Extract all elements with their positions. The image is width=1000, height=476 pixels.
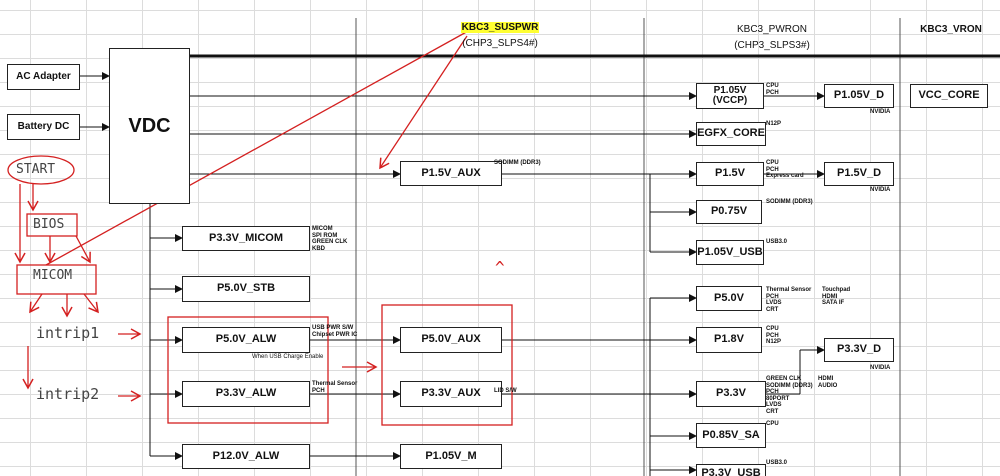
note-n12p: N12P <box>766 121 782 127</box>
note-nvidia-1: NVIDIA <box>870 109 891 115</box>
header-pwron-sub: (CHP3_SLPS3#) <box>734 40 810 51</box>
note-thermal-sensor-2: Thermal Sensor PCH <box>312 381 358 394</box>
rail-p085v-sa: P0.85V_SA <box>696 423 766 448</box>
rail-p33v-usb: P3.3V_USB <box>696 464 766 476</box>
rail-p075v: P0.75V <box>696 200 762 224</box>
rail-p15v: P1.5V <box>696 162 764 186</box>
note-sodimm-1: SODIMM (DDR3) <box>494 160 541 166</box>
rail-p33v-aux: P3.3V_AUX <box>400 381 502 407</box>
micom-rect <box>16 264 97 295</box>
rail-p33v-d: P3.3V_D <box>824 338 894 362</box>
rail-p50v-alw: P5.0V_ALW <box>182 327 310 353</box>
rail-p18v: P1.8V <box>696 327 762 353</box>
rail-p50v-stb: P5.0V_STB <box>182 276 310 302</box>
note-usb30-1: USB3.0 <box>766 239 788 245</box>
rail-p15v-aux: P1.5V_AUX <box>400 161 502 186</box>
rail-p12v-alw: P12.0V_ALW <box>182 444 310 469</box>
bios-rect <box>26 213 78 237</box>
ac-adapter-box: AC Adapter <box>7 64 80 90</box>
note-sodimm-2: SODIMM (DDR3) <box>766 199 813 205</box>
header-vron: KBC3_VRON <box>920 24 982 35</box>
note-usb30-2: USB3.0 <box>766 460 788 466</box>
note-lid-sw: LID S/W <box>494 388 517 394</box>
rail-p105v-d: P1.05V_D <box>824 84 894 108</box>
note-touchpad: Touchpad HDMI SATA IF <box>822 287 851 306</box>
rail-p50v-aux: P5.0V_AUX <box>400 327 502 353</box>
annotation-caret: ^ <box>495 258 505 277</box>
start-ellipse <box>7 155 75 185</box>
rail-p33v-alw: P3.3V_ALW <box>182 381 310 407</box>
rail-p33v: P3.3V <box>696 381 766 407</box>
header-pwron: KBC3_PWRON <box>736 24 807 35</box>
battery-dc-box: Battery DC <box>7 114 80 140</box>
rail-p50v: P5.0V <box>696 286 762 311</box>
rail-p105v-vccp: P1.05V (VCCP) <box>696 83 764 109</box>
annotation-bios: BIOS <box>33 217 65 232</box>
aux-highlight-rect <box>381 304 513 426</box>
note-nvidia-3: NVIDIA <box>870 365 891 371</box>
rail-egfx-core: EGFX_CORE <box>696 122 766 146</box>
rail-vcc-core: VCC_CORE <box>910 84 988 108</box>
note-thermal-sensor-1: Thermal Sensor PCH LVDS CRT <box>766 287 812 313</box>
note-micom: MICOM SPI ROM GREEN CLK KBD <box>312 226 348 252</box>
rail-p105v-usb: P1.05V_USB <box>696 240 764 265</box>
vdc-box: VDC <box>109 48 190 204</box>
note-cpu-pch-n12p: CPU PCH N12P <box>766 326 782 345</box>
header-suspwr-label: KBC3_SUSPWR <box>460 22 540 33</box>
note-cpu-pch: CPU PCH <box>766 83 779 96</box>
header-suspwr-sub: (CHP3_SLPS4#) <box>462 38 538 49</box>
note-usb-pwr: USB PWR S/W Chipset PWR IC <box>312 325 358 338</box>
annotation-intrip1: intrip1 <box>36 324 100 342</box>
annotation-intrip2: intrip2 <box>36 385 100 403</box>
note-green-clk: GREEN CLK SODIMM (DDR3) PCH 80PORT LVDS … <box>766 376 813 415</box>
note-usb-charge: When USB Charge Enable <box>252 354 324 360</box>
note-nvidia-2: NVIDIA <box>870 187 891 193</box>
note-cpu-pch-express: CPU PCH Express card <box>766 160 804 179</box>
header-suspwr: KBC3_SUSPWR <box>440 22 560 33</box>
rail-p33v-micom: P3.3V_MICOM <box>182 226 310 251</box>
note-hdmi-audio: HDMI AUDIO <box>818 376 838 389</box>
note-cpu-1: CPU <box>766 421 779 427</box>
annotation-micom: MICOM <box>33 268 73 283</box>
alw-highlight-rect <box>167 316 329 424</box>
rail-p105v-m: P1.05V_M <box>400 444 502 469</box>
rail-p15v-d: P1.5V_D <box>824 162 894 186</box>
annotation-start: START <box>16 162 56 177</box>
red-annotations <box>7 29 513 426</box>
column-dividers <box>355 18 901 476</box>
wires <box>80 72 825 476</box>
